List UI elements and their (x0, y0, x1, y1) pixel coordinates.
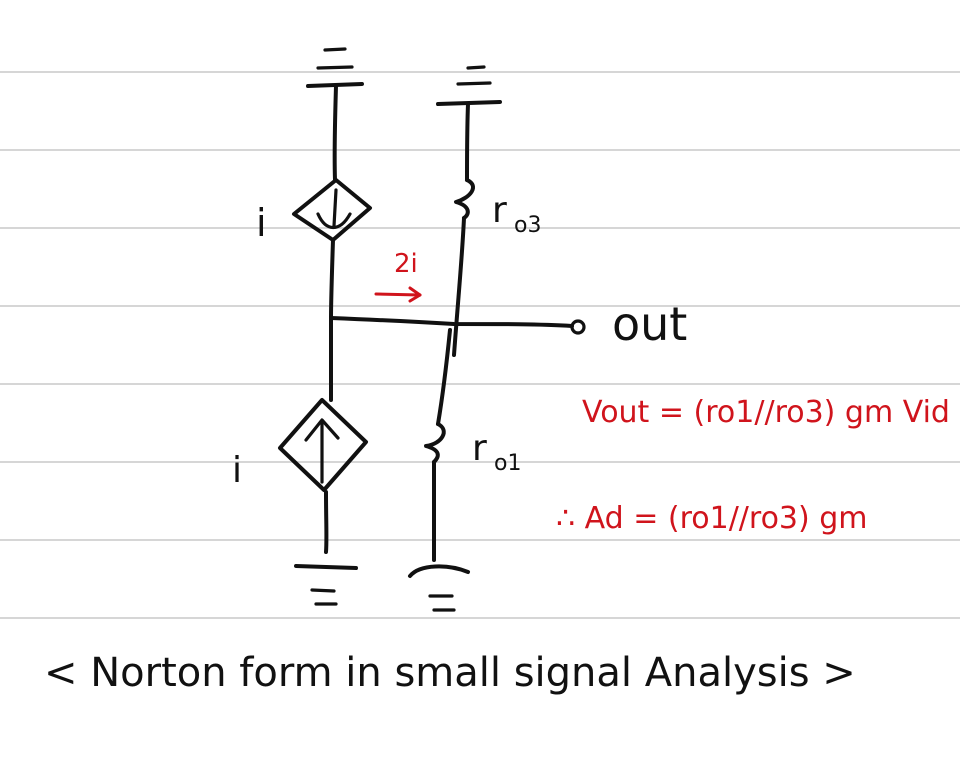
current-label: 2i (394, 249, 418, 279)
ro1-subscript: o1 (494, 451, 521, 476)
wire-left-top (332, 84, 338, 182)
output-label: out (612, 297, 687, 351)
equation-vout: Vout = (ro1//ro3) gm Vid (582, 395, 950, 430)
resistor-ro1-icon (424, 422, 446, 464)
ground-left-icon (294, 564, 358, 606)
current-arrow-icon (374, 286, 422, 303)
output-terminal-icon (570, 319, 586, 335)
ro1-label: r (472, 428, 487, 469)
ground-right-icon (408, 564, 470, 612)
top-dependent-source-icon (292, 178, 372, 242)
equation-ad: ∴ Ad = (ro1//ro3) gm (556, 501, 868, 536)
bottom-dependent-source-icon (278, 398, 368, 492)
wire-right-top (465, 102, 470, 182)
resistor-ro3-icon (454, 178, 475, 220)
ro3-subscript: o3 (514, 213, 541, 238)
ro3-label: r (492, 190, 507, 231)
ruled-lines (0, 71, 960, 619)
wire-right-lower (436, 328, 452, 426)
wire-right-mid (452, 216, 466, 357)
caption: < Norton form in small signal Analysis > (44, 650, 856, 696)
supply-left-icon (306, 47, 364, 88)
bottom-source-label: i (232, 450, 242, 491)
top-source-label: i (256, 201, 267, 245)
output-wire (329, 316, 574, 328)
